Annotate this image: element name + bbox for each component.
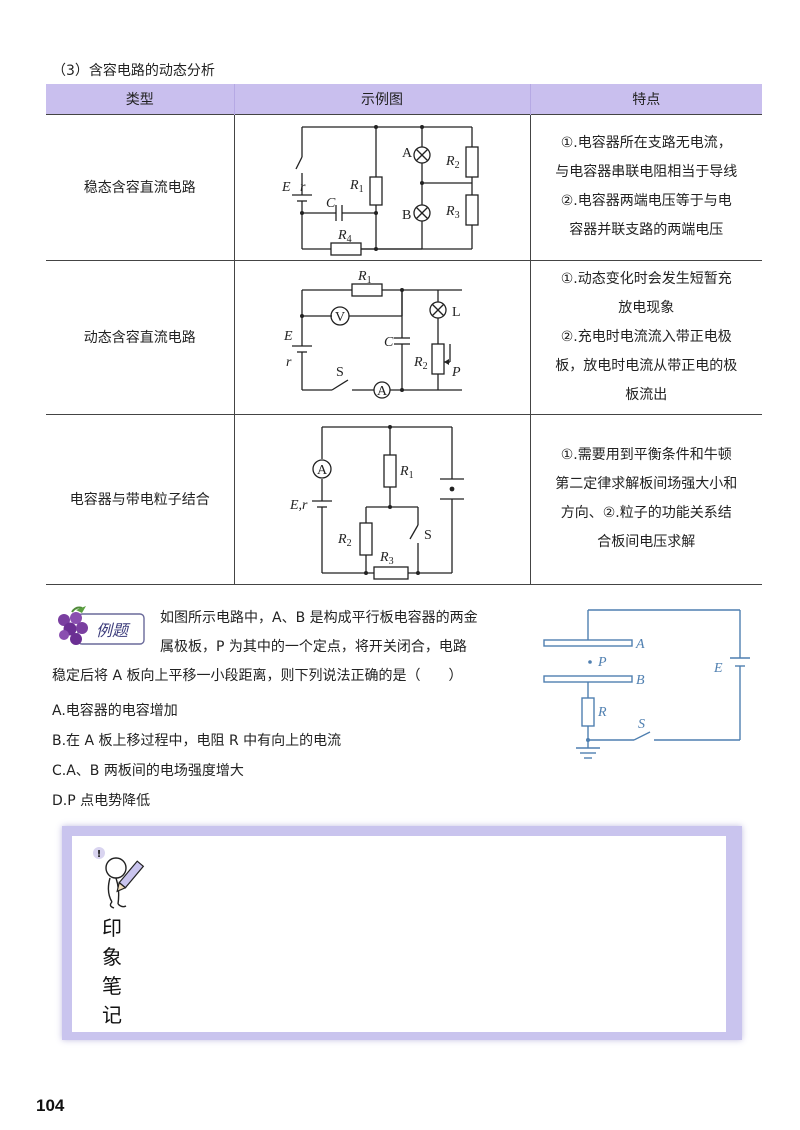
row-type: 稳态含容直流电路 bbox=[46, 113, 235, 260]
label-C: C bbox=[384, 335, 394, 350]
table-row: 动态含容直流电路 bbox=[46, 259, 762, 414]
table-header-row: 类型 示例图 特点 bbox=[46, 84, 762, 114]
feature-line: 与电容器串联电阻相当于导线 bbox=[555, 164, 738, 180]
label-point-P: P bbox=[597, 655, 607, 670]
question-line: 如图所示电路中，A、B 是构成平行板电容器的两金 bbox=[160, 610, 478, 626]
feature-line: ②.充电时电流流入带正电极 bbox=[560, 328, 732, 345]
notes-area[interactable]: ! 印 象 笔 记 bbox=[72, 836, 726, 1032]
label-R2: R2 bbox=[337, 532, 352, 549]
label-S: S bbox=[424, 528, 432, 543]
label-E: E bbox=[713, 661, 723, 676]
label-R1: R1 bbox=[349, 178, 364, 195]
feature-line: ②.电容器两端电压等于与电 bbox=[560, 193, 732, 209]
header-diagram: 示例图 bbox=[234, 84, 531, 114]
label-lamp-A: A bbox=[402, 146, 413, 161]
label-Er: E,r bbox=[289, 498, 308, 513]
label-R2: R2 bbox=[445, 154, 460, 171]
table-row: 电容器与带电粒子结合 bbox=[46, 413, 762, 585]
feature-line: 合板间电压求解 bbox=[597, 534, 696, 550]
page-number: 104 bbox=[36, 1096, 65, 1115]
label-R1: R1 bbox=[399, 464, 414, 481]
badge-label: 例题 bbox=[96, 621, 131, 640]
option-a[interactable]: A.电容器的电容增加 bbox=[52, 703, 178, 719]
feature-line: 第二定律求解板间场强大小和 bbox=[555, 476, 738, 492]
row-features: ①.需要用到平衡条件和牛顿 第二定律求解板间场强大小和 方向、②.粒子的功能关系… bbox=[530, 413, 762, 585]
row-features: ①.动态变化时会发生短暂充 放电现象 ②.充电时电流流入带正电极 板，放电时电流… bbox=[530, 259, 762, 414]
label-R4: R4 bbox=[337, 228, 352, 245]
label-A: A bbox=[377, 384, 388, 399]
option-d[interactable]: D.P 点电势降低 bbox=[52, 793, 151, 809]
example-badge: 例题 bbox=[58, 606, 145, 645]
label-A: A bbox=[317, 463, 328, 478]
label-plate-A: A bbox=[635, 637, 645, 652]
label-R: R bbox=[597, 705, 607, 720]
example-circuit-diagram: A B P E R S bbox=[543, 609, 750, 759]
label-C: C bbox=[326, 196, 336, 211]
question-line: 稳定后将 A 板向上平移一小段距离，则下列说法正确的是（ ） bbox=[52, 668, 463, 684]
option-c[interactable]: C.A、B 两板间的电场强度增大 bbox=[52, 763, 244, 779]
row-type: 电容器与带电粒子结合 bbox=[46, 413, 235, 585]
label-S: S bbox=[336, 365, 344, 380]
label-R2: R2 bbox=[413, 355, 428, 372]
summary-table: 类型 示例图 特点 稳态含容直流电路 bbox=[46, 84, 762, 585]
feature-line: ①.电容器所在支路无电流， bbox=[560, 135, 732, 151]
label-plate-B: B bbox=[636, 673, 645, 688]
grape-icon bbox=[58, 606, 88, 645]
particle-circuit-diagram: A R1 R2 R3 E,r S bbox=[289, 425, 464, 580]
label-V: V bbox=[335, 310, 345, 325]
diagram-cell: E r R1 C A B R2 R3 R4 bbox=[234, 113, 531, 260]
notes-char: 印 bbox=[102, 916, 122, 940]
table-row: 稳态含容直流电路 bbox=[46, 113, 762, 260]
notes-char: 象 bbox=[102, 945, 122, 969]
row-type: 动态含容直流电路 bbox=[46, 259, 235, 414]
label-L: L bbox=[452, 305, 461, 320]
feature-line: 放电现象 bbox=[618, 299, 675, 316]
diagram-cell: A R1 R2 R3 E,r S bbox=[234, 413, 531, 585]
steady-circuit-diagram: E r R1 C A B R2 R3 R4 bbox=[281, 125, 479, 256]
header-type: 类型 bbox=[46, 84, 235, 114]
answer-options: A.电容器的电容增加 B.在 A 板上移过程中，电阻 R 中有向上的电流 C.A… bbox=[52, 696, 341, 816]
feature-line: 容器并联支路的两端电压 bbox=[569, 222, 724, 238]
label-r: r bbox=[300, 180, 306, 195]
notes-char: 记 bbox=[102, 1003, 122, 1027]
feature-line: 方向、②.粒子的功能关系结 bbox=[560, 505, 732, 521]
feature-line: 板流出 bbox=[625, 386, 668, 403]
label-E: E bbox=[283, 329, 293, 344]
notes-frame: ! 印 象 笔 记 bbox=[62, 826, 742, 1040]
question-text: 如图所示电路中，A、B 是构成平行板电容器的两金 属极板，P 为其中的一个定点，… bbox=[52, 604, 532, 691]
dynamic-circuit-diagram: R1 V E r C L R2 P S A bbox=[283, 269, 462, 399]
diagram-cell: R1 V E r C L R2 P S A bbox=[234, 259, 531, 414]
feature-line: ①.动态变化时会发生短暂充 bbox=[560, 270, 732, 287]
notes-label: 印 象 笔 记 bbox=[100, 914, 124, 1030]
label-R1: R1 bbox=[357, 269, 372, 286]
label-P: P bbox=[451, 365, 461, 380]
feature-line: 板，放电时电流从带正电的极 bbox=[555, 357, 738, 374]
label-E: E bbox=[281, 180, 291, 195]
label-S: S bbox=[638, 717, 645, 732]
label-R3: R3 bbox=[379, 550, 394, 567]
question-line: 属极板，P 为其中的一个定点，将开关闭合，电路 bbox=[160, 639, 467, 655]
label-R3: R3 bbox=[445, 204, 460, 221]
notes-mark: ! bbox=[97, 849, 102, 860]
feature-line: ①.需要用到平衡条件和牛顿 bbox=[560, 447, 732, 463]
header-features: 特点 bbox=[530, 84, 762, 114]
option-b[interactable]: B.在 A 板上移过程中，电阻 R 中有向上的电流 bbox=[52, 733, 342, 749]
label-r: r bbox=[286, 355, 292, 370]
label-lamp-B: B bbox=[402, 208, 411, 223]
row-features: ①.电容器所在支路无电流， 与电容器串联电阻相当于导线 ②.电容器两端电压等于与… bbox=[530, 113, 762, 260]
pencil-figure-icon: ! bbox=[93, 847, 145, 909]
notes-char: 笔 bbox=[102, 974, 122, 998]
section-heading: （3）含容电路的动态分析 bbox=[52, 63, 215, 79]
